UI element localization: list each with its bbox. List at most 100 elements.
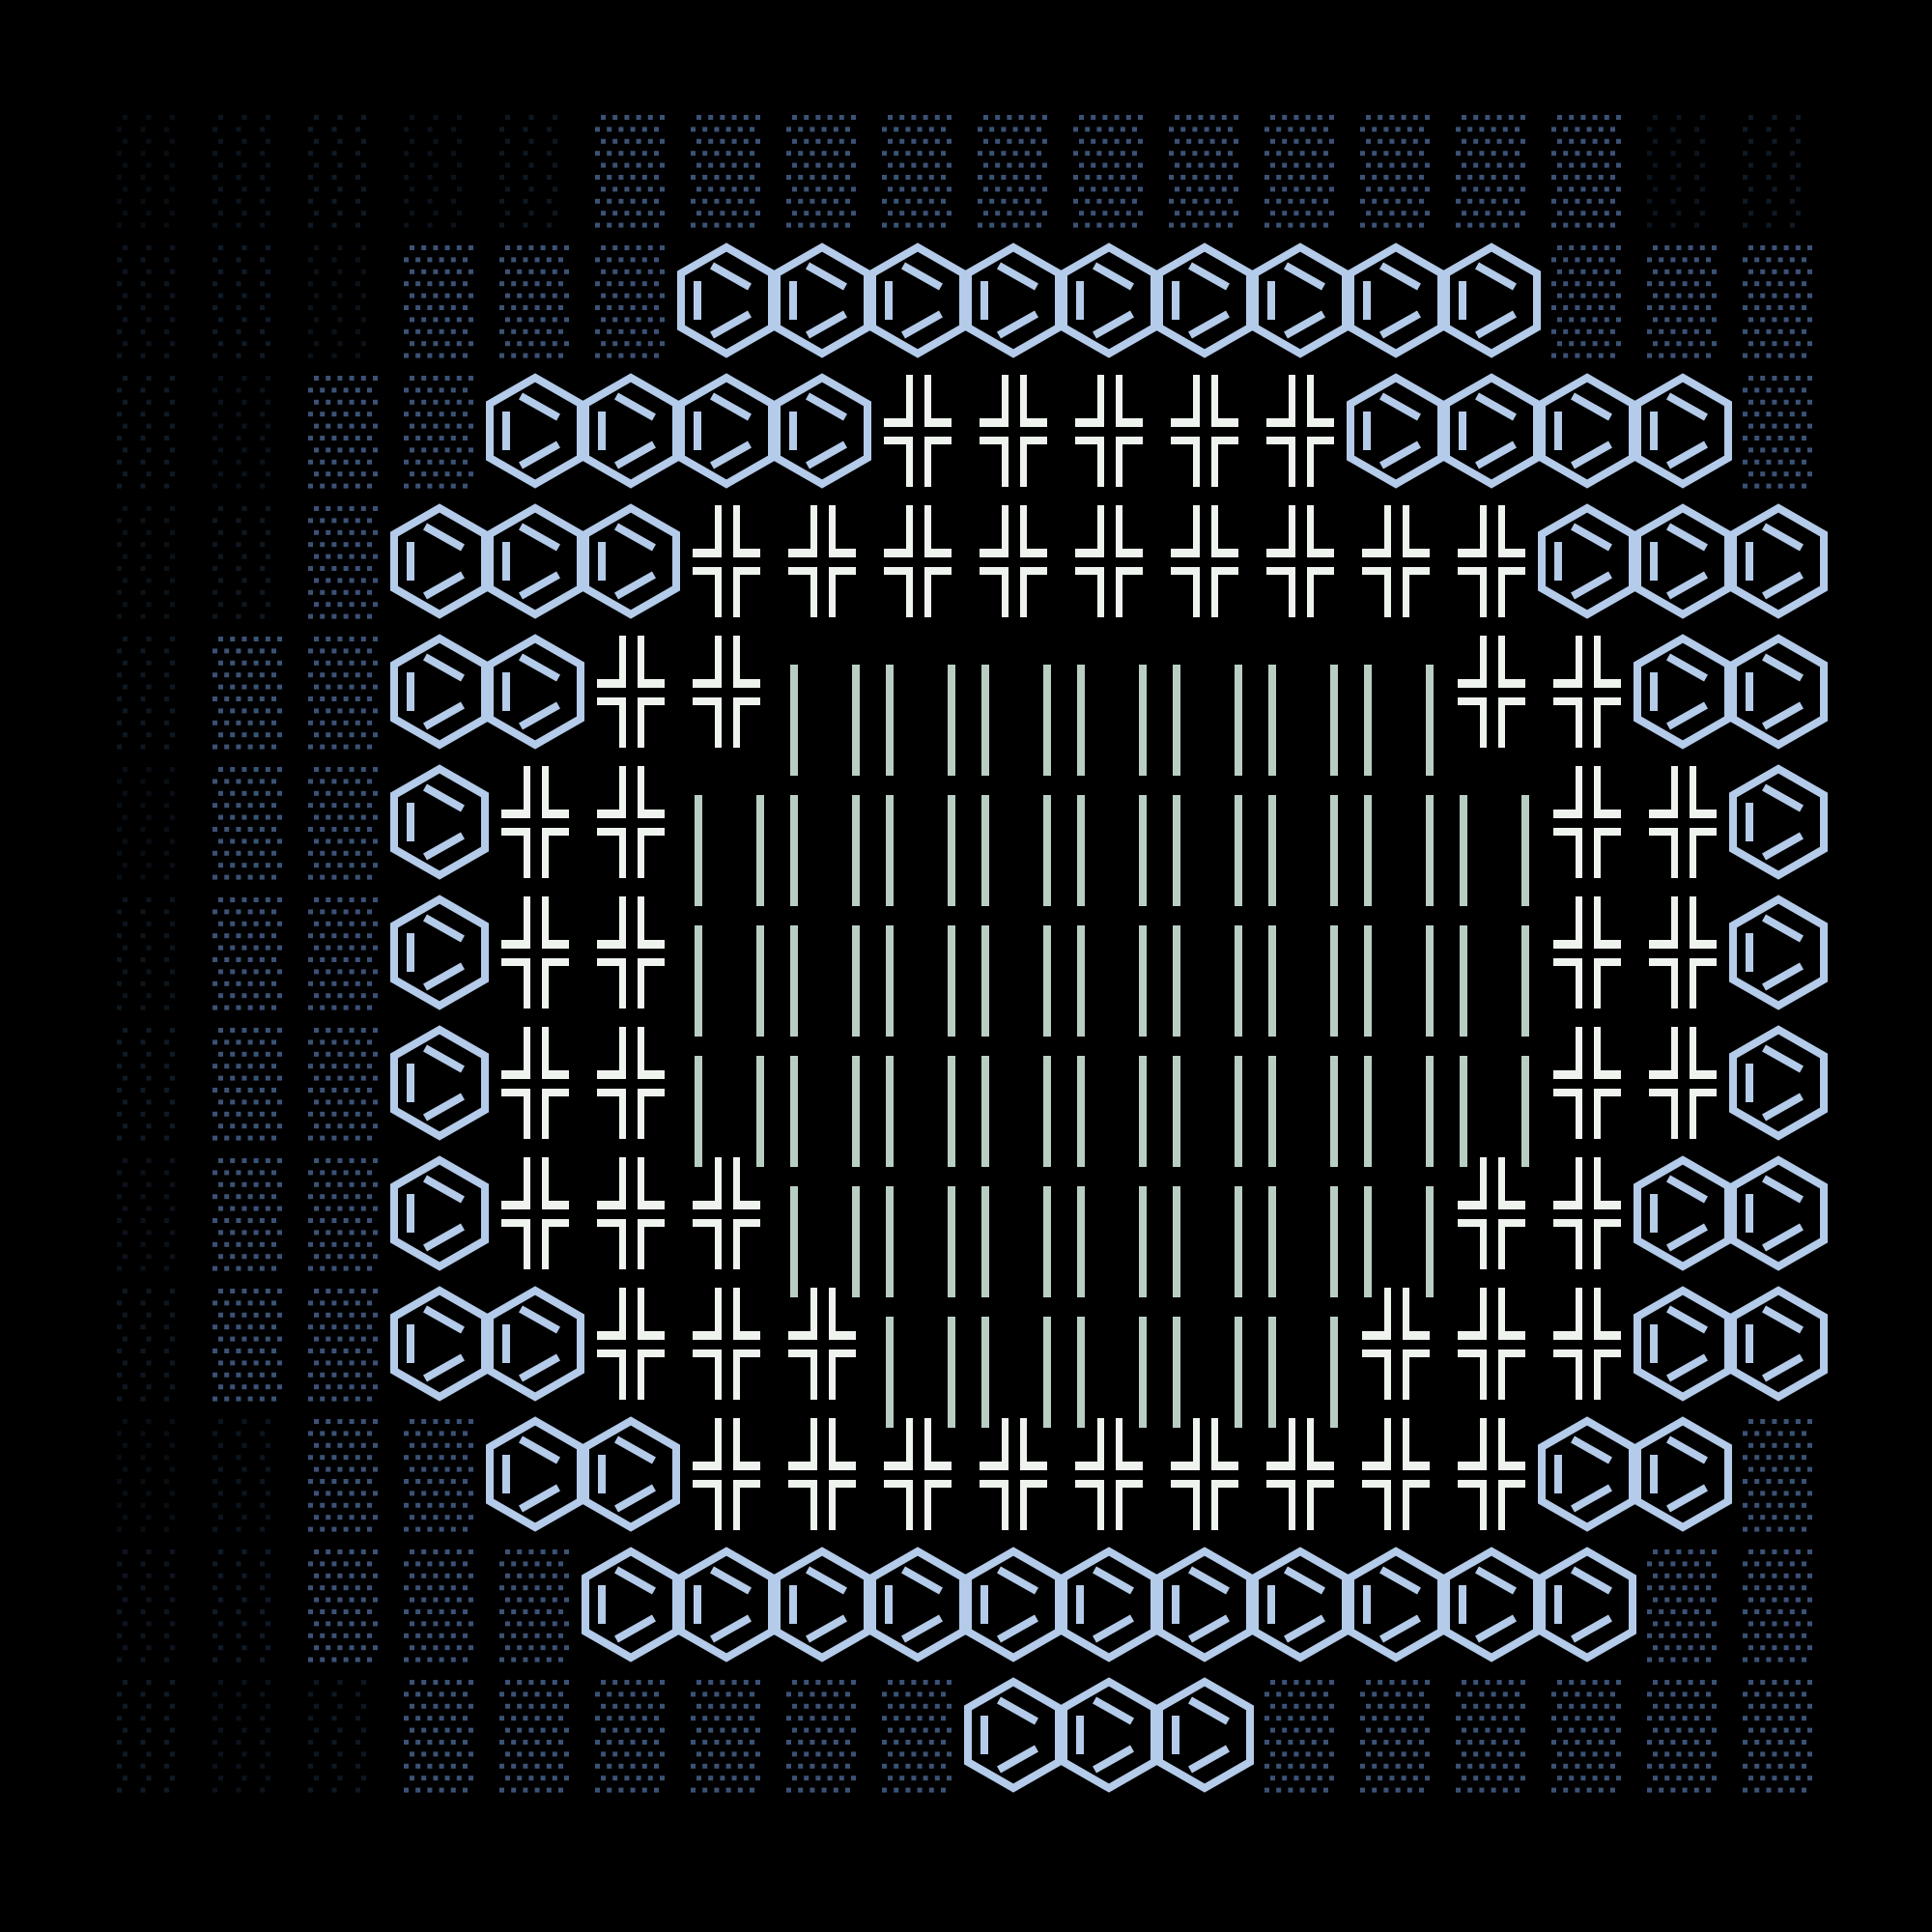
dot (349, 708, 355, 714)
cross-stroke (1097, 1480, 1104, 1530)
dot (720, 211, 725, 216)
dot (247, 909, 253, 915)
dot (236, 1561, 242, 1567)
dot (1102, 115, 1108, 120)
dot (1520, 1703, 1525, 1709)
dot (838, 1680, 844, 1685)
dot (534, 1585, 540, 1591)
dot (320, 827, 326, 832)
dot (947, 1751, 952, 1757)
dot (260, 1716, 265, 1721)
hexagon-bond (1284, 1614, 1325, 1643)
dot (170, 897, 175, 902)
dot (1479, 1763, 1485, 1769)
cross-stroke (542, 1157, 549, 1209)
dot (320, 1005, 326, 1010)
dot (564, 1645, 569, 1651)
dot (1783, 447, 1789, 453)
dot (1456, 1716, 1461, 1721)
dot (308, 1585, 313, 1591)
dot (1664, 341, 1670, 347)
dot (373, 684, 378, 690)
dot (164, 1300, 169, 1306)
dot (433, 162, 439, 168)
dot (326, 945, 331, 951)
dot (1569, 245, 1575, 250)
dot (978, 151, 982, 156)
dot (647, 1680, 653, 1685)
dot (1610, 1716, 1615, 1721)
cross-stroke (733, 679, 760, 688)
dot (1395, 1740, 1401, 1745)
dot (1777, 1716, 1783, 1721)
hexagon-bond (519, 1435, 560, 1464)
dot (517, 1751, 523, 1757)
dot (337, 1181, 343, 1187)
dot (1024, 127, 1030, 132)
hexagon-bond (1379, 1614, 1421, 1643)
dot (517, 1573, 523, 1578)
dot (1647, 1609, 1652, 1614)
dot (331, 281, 337, 287)
dot (1586, 175, 1592, 180)
dot (326, 993, 331, 999)
dot (1676, 1776, 1682, 1781)
dot (236, 518, 242, 524)
dot (546, 257, 552, 263)
cross-stroke (501, 940, 530, 949)
dot (1372, 1787, 1378, 1793)
dim-dots-cell (117, 767, 175, 880)
dot (1502, 175, 1508, 180)
bar-stroke (1139, 925, 1147, 1037)
dot (326, 790, 331, 796)
dot (367, 1372, 372, 1378)
dot (499, 1633, 504, 1638)
dot (1754, 257, 1760, 263)
dot (265, 863, 270, 868)
dot (595, 1691, 600, 1697)
cross-stroke (1480, 1288, 1487, 1340)
dot (164, 1657, 169, 1662)
cross-stroke (1576, 1350, 1582, 1400)
cross-stroke (1307, 375, 1314, 427)
dot (170, 1419, 175, 1424)
dot (636, 186, 641, 192)
hexagon-bond (997, 1696, 1038, 1725)
dot (1293, 115, 1299, 120)
dot (463, 387, 468, 393)
dot (1462, 211, 1466, 216)
dot (224, 1005, 230, 1010)
hexagon-bond (1666, 1435, 1708, 1464)
dot (349, 1099, 355, 1105)
dot (691, 175, 696, 180)
hexagon-bond (806, 1566, 847, 1595)
dot (1743, 1502, 1747, 1508)
dot (170, 1254, 175, 1260)
dot (804, 1703, 810, 1709)
dot (1699, 1727, 1705, 1733)
cross-stroke (1384, 567, 1391, 617)
blue-dots-cell (499, 245, 569, 358)
dot (326, 767, 331, 772)
dot (1777, 1740, 1783, 1745)
dot (833, 1716, 838, 1721)
dot (247, 779, 253, 784)
dot (660, 1776, 665, 1781)
dot (499, 151, 504, 156)
dot (253, 1075, 259, 1081)
cross-stroke (501, 1070, 530, 1079)
dot (308, 1349, 313, 1353)
bar-stroke (1077, 1186, 1085, 1297)
dot (815, 186, 821, 192)
dot (331, 1218, 337, 1223)
dot (367, 1479, 372, 1484)
dot (343, 874, 349, 880)
dot (540, 341, 546, 347)
dot (355, 648, 360, 654)
dot (1462, 115, 1466, 120)
dot (260, 1561, 265, 1567)
dot (1012, 222, 1018, 228)
dot (308, 874, 313, 880)
dot (540, 293, 546, 298)
dot (552, 1573, 557, 1578)
